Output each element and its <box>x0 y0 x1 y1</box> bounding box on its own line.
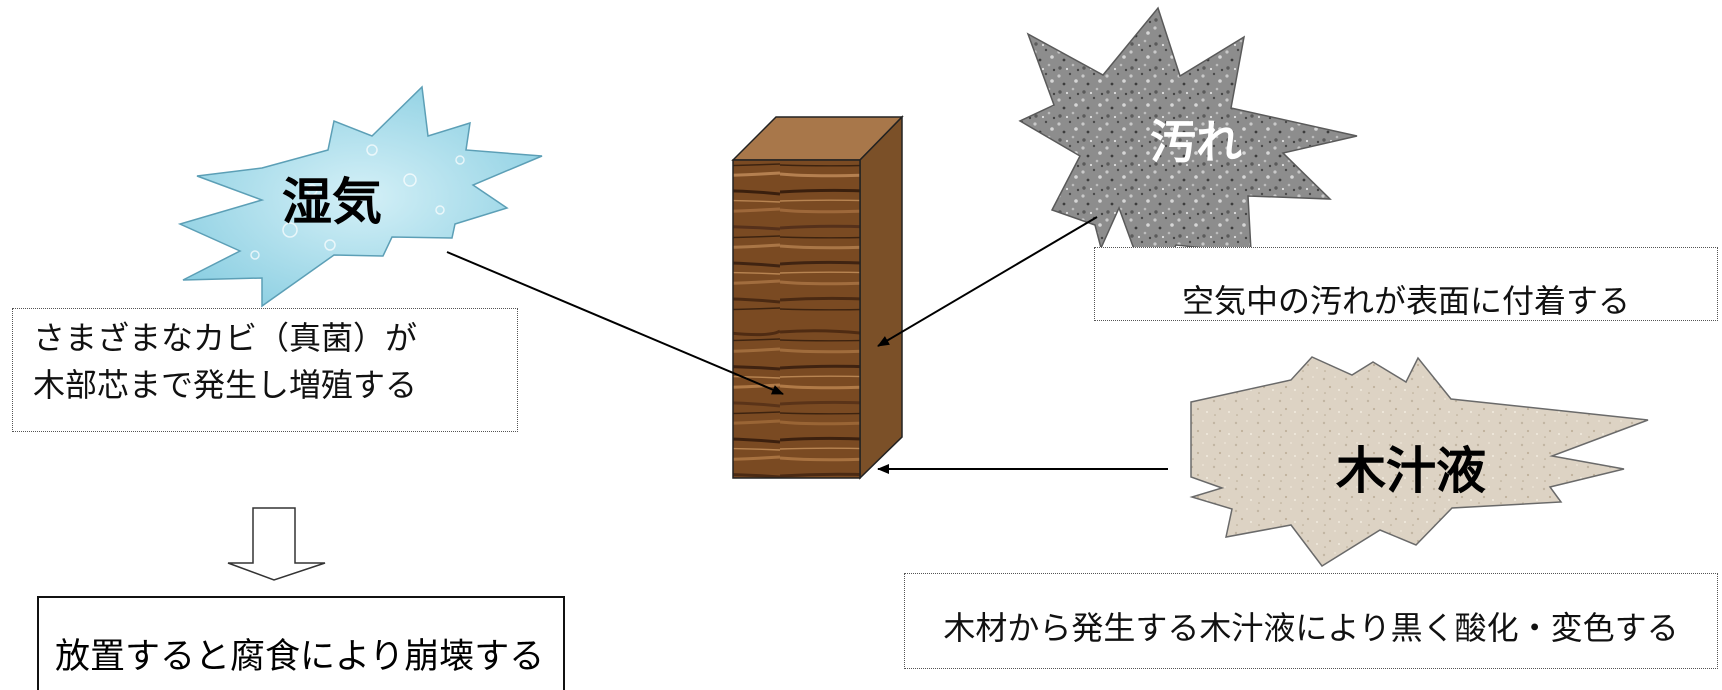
dirt-note: 空気中の汚れが表面に付着する <box>1094 247 1718 321</box>
sap-burst-shape <box>1189 356 1649 567</box>
down-arrow-icon <box>227 507 326 581</box>
moisture-arrow <box>446 251 784 395</box>
sap-burst: 木汁液 <box>1189 356 1649 567</box>
mold-note-line-1: さまざまなカビ（真菌）が <box>33 319 418 357</box>
dirt-note-text: 空気中の汚れが表面に付着する <box>1181 282 1630 320</box>
moisture-burst-label: 湿気 <box>282 173 382 231</box>
mold-note: さまざまなカビ（真菌）が 木部芯まで発生し増殖する <box>12 308 518 432</box>
moisture-burst-shape <box>177 85 543 308</box>
sap-note: 木材から発生する木汁液により黒く酸化・変色する <box>904 573 1718 669</box>
wood-block-front <box>732 159 861 479</box>
result-text: 放置すると腐食により崩壊する <box>55 637 545 677</box>
result-box: 放置すると腐食により崩壊する <box>37 596 565 690</box>
dirt-arrow <box>877 216 1098 347</box>
wood-block-side <box>859 115 903 480</box>
moisture-droplets <box>250 144 465 260</box>
dirt-burst-label: 汚れ <box>1150 115 1242 169</box>
sap-burst-label: 木汁液 <box>1336 442 1486 500</box>
wood-block <box>731 115 904 480</box>
moisture-burst: 湿気 <box>177 85 543 308</box>
mold-note-line-2: 木部芯まで発生し増殖する <box>33 366 418 404</box>
sap-note-text: 木材から発生する木汁液により黒く酸化・変色する <box>943 609 1679 647</box>
dirt-burst: 汚れ <box>1018 6 1358 295</box>
